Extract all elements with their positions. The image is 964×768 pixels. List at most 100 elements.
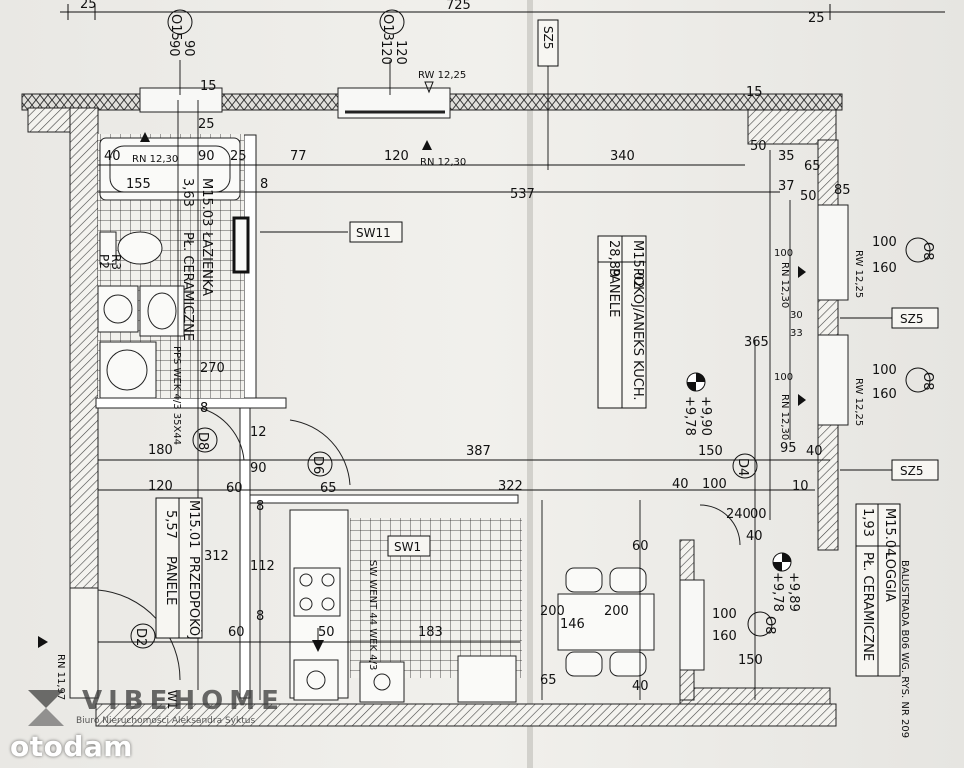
window-label-o13: O13 120 120 [378, 9, 408, 65]
svg-text:M15.02: M15.02 [630, 240, 645, 288]
dim-40b: 40 [806, 444, 823, 459]
dim-387: 387 [466, 444, 491, 459]
svg-text:ŁAZIENKA: ŁAZIENKA [199, 231, 214, 296]
dim-112: 112 [250, 559, 275, 574]
dim-top-left: 25 [80, 0, 97, 12]
dim-77: 77 [290, 149, 307, 164]
chair-2 [609, 567, 647, 593]
room-label-loggia: M15.04 LOGGIA 1,93 PŁ. CERAMICZNE [855, 503, 901, 677]
elev-loggia-top: +9,89 [786, 572, 801, 612]
dim-120: 120 [384, 149, 409, 164]
dim-00: 00 [750, 507, 767, 522]
tag-w1: W1 [165, 690, 179, 710]
svg-text:PANELE: PANELE [606, 268, 621, 317]
chair-1 [565, 567, 603, 593]
tag-sz5-right2: SZ5 [900, 464, 923, 478]
svg-text:M15.04: M15.04 [882, 508, 897, 556]
room-label-living: M15.02 POKÓJ/ANEKS KUCH. 28,89 PANELE [597, 235, 647, 409]
svg-text:PRZEDPOKÓJ: PRZEDPOKÓJ [186, 556, 202, 640]
arrow-marker [312, 640, 324, 652]
dim-322: 322 [498, 479, 523, 494]
svg-text:O8: O8 [920, 242, 935, 261]
door-d4-swing [699, 504, 741, 546]
dim-15b: 15 [746, 85, 763, 100]
level-rn2: RN 12,30 [420, 157, 466, 168]
dim-312: 312 [204, 549, 229, 564]
wall-kitchen-top [247, 494, 519, 504]
svg-text:100: 100 [872, 235, 897, 250]
dim-50b: 50 [800, 189, 817, 204]
svg-text:O8: O8 [762, 616, 777, 635]
dim-95: 95 [780, 441, 797, 456]
svg-text:O15: O15 [168, 14, 183, 41]
window-o8c [679, 579, 705, 671]
dim-37: 37 [778, 179, 795, 194]
kitchen-tiles [350, 518, 522, 678]
elev-main-top: +9,90 [698, 396, 713, 436]
dim-90b: 90 [250, 461, 267, 476]
note-balustrade: BALUSTRADA B06 WG. RYS. NR 209 [899, 560, 910, 738]
dim-15: 15 [200, 79, 217, 94]
cooktop [293, 567, 341, 617]
elev-loggia-bottom: +9,78 [770, 572, 785, 612]
dim-top-total: 725 [446, 0, 471, 13]
dim-365: 365 [744, 335, 769, 350]
top-dimension [60, 4, 945, 20]
level-rw3: RW 12,25 [853, 378, 864, 426]
tag-sw1: SW1 [394, 540, 421, 554]
window-label-o8c: O8 100 160 [712, 607, 777, 644]
wall-bottom [95, 703, 837, 727]
dim-60: 60 [226, 481, 243, 496]
svg-text:160: 160 [712, 629, 737, 644]
window-o8b [817, 334, 849, 426]
door-label-d8-circle [192, 427, 218, 453]
dim-180: 180 [148, 443, 173, 458]
kitchen-corner [293, 659, 339, 701]
dim-200b: 200 [604, 604, 629, 619]
dim-40e: 40 [746, 529, 763, 544]
window-label-o8a: O8 100 160 [872, 235, 935, 276]
svg-text:PŁ. CERAMICZNE: PŁ. CERAMICZNE [860, 552, 875, 661]
dim-270: 270 [200, 361, 225, 376]
logo-text: VIBEHOME [82, 686, 285, 716]
svg-text:1,93: 1,93 [860, 508, 875, 537]
dim-10: 10 [792, 479, 809, 494]
window-label-o15: O15 90 90 [166, 9, 196, 57]
wall-left [69, 107, 99, 589]
dim-50: 50 [750, 139, 767, 154]
dim-100c: 100 [702, 477, 727, 492]
svg-text:160: 160 [872, 261, 897, 276]
dim-120b: 120 [148, 479, 173, 494]
dim-150: 150 [698, 444, 723, 459]
dining-table [557, 593, 655, 651]
svg-text:160: 160 [872, 387, 897, 402]
dim-12: 12 [250, 425, 267, 440]
svg-text:100: 100 [872, 363, 897, 378]
svg-text:5,57: 5,57 [163, 510, 178, 539]
site-watermark: otodam [10, 730, 133, 763]
room-label-bath: M15.03 ŁAZIENKA 3,63 PŁ. CERAMICZNE [180, 178, 214, 341]
dim-150b: 150 [738, 653, 763, 668]
dim-100a: 100 [774, 248, 793, 259]
dim-35: 35 [778, 149, 795, 164]
svg-text:O8: O8 [920, 372, 935, 391]
door-label-d8: D8 [195, 432, 210, 450]
toilet [117, 231, 163, 265]
tag-sw11: SW11 [356, 226, 391, 240]
level-rn3: RN 11,97 [55, 654, 66, 700]
tag-sz5-top: SZ5 [541, 26, 555, 49]
wall-hall-right [239, 407, 251, 699]
dim-8: 8 [260, 177, 268, 192]
dim-90: 90 [198, 149, 215, 164]
svg-text:3,63: 3,63 [180, 178, 195, 207]
dim-8b: 8 [200, 401, 208, 416]
svg-text:POKÓJ/ANEKS KUCH.: POKÓJ/ANEKS KUCH. [630, 268, 646, 401]
room-label-hall: M15.01 PRZEDPOKÓJ 5,57 PANELE [155, 497, 203, 640]
svg-text:90: 90 [166, 40, 181, 57]
wall-top-right [747, 109, 837, 145]
kitchen-sink [359, 661, 405, 703]
tag-sz5-right2-box [891, 459, 939, 481]
tag-sw1-box [387, 535, 431, 557]
tag-p2: P2 [97, 254, 111, 269]
